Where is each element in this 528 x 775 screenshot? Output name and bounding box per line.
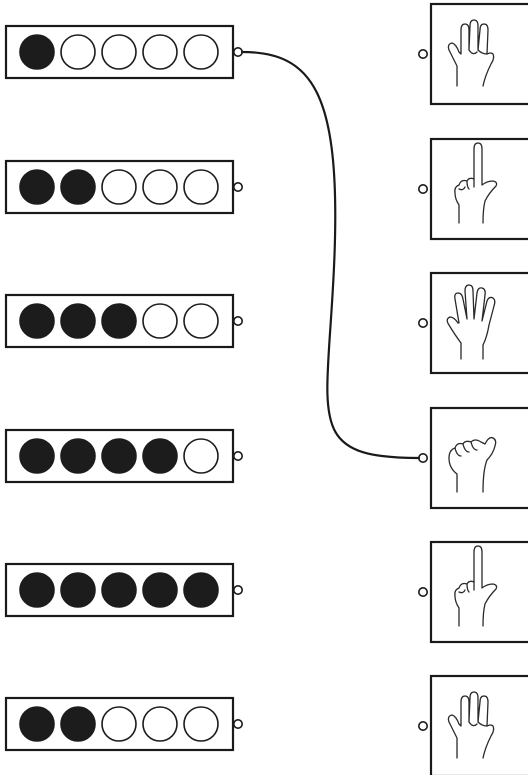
filled-dot: [60, 303, 96, 339]
empty-dot: [183, 706, 219, 742]
empty-dot: [101, 706, 137, 742]
filled-dot: [101, 572, 137, 608]
filled-dot: [101, 303, 137, 339]
filled-dot: [19, 706, 55, 742]
card-connector-port[interactable]: [417, 720, 428, 731]
dot-strip: [4, 293, 244, 349]
card-connector-port[interactable]: [417, 184, 428, 195]
hand-card-frame: [429, 540, 528, 644]
filled-dot: [60, 572, 96, 608]
strip-connector-port[interactable]: [233, 584, 244, 595]
hand-card: [417, 2, 528, 106]
hand-card-frame: [429, 674, 528, 775]
strip-connector-port[interactable]: [233, 182, 244, 193]
filled-dot: [19, 303, 55, 339]
hand-card-frame: [429, 2, 528, 106]
empty-dot: [101, 34, 137, 70]
empty-dot: [183, 34, 219, 70]
hand-card: [417, 674, 528, 775]
dot-strip: [4, 159, 244, 215]
dot-strip: [4, 562, 244, 618]
dot-strip: [4, 24, 244, 80]
empty-dot: [183, 169, 219, 205]
strip-connector-port[interactable]: [233, 718, 244, 729]
filled-dot: [19, 169, 55, 205]
strip-connector-port[interactable]: [233, 450, 244, 461]
hand-card: [417, 540, 528, 644]
filled-dot: [142, 572, 178, 608]
filled-dot: [60, 169, 96, 205]
filled-dot: [19, 572, 55, 608]
connector-line[interactable]: [240, 50, 421, 460]
filled-dot: [183, 572, 219, 608]
hand-card: [417, 406, 528, 510]
card-connector-port[interactable]: [417, 317, 428, 328]
empty-dot: [183, 438, 219, 474]
empty-dot: [142, 303, 178, 339]
empty-dot: [142, 706, 178, 742]
dot-strip: [4, 428, 244, 484]
strip-connector-port[interactable]: [233, 315, 244, 326]
filled-dot: [142, 438, 178, 474]
hand-card-frame: [429, 137, 528, 241]
filled-dot: [19, 34, 55, 70]
hand-card: [417, 137, 528, 241]
empty-dot: [142, 34, 178, 70]
card-connector-port[interactable]: [417, 48, 428, 59]
filled-dot: [60, 438, 96, 474]
filled-dot: [101, 438, 137, 474]
dot-strip: [4, 696, 244, 752]
empty-dot: [183, 303, 219, 339]
empty-dot: [142, 169, 178, 205]
card-connector-port[interactable]: [417, 586, 428, 597]
empty-dot: [101, 169, 137, 205]
hand-card: [417, 271, 528, 375]
filled-dot: [19, 438, 55, 474]
empty-dot: [60, 34, 96, 70]
hand-card-frame: [429, 406, 528, 510]
filled-dot: [60, 706, 96, 742]
